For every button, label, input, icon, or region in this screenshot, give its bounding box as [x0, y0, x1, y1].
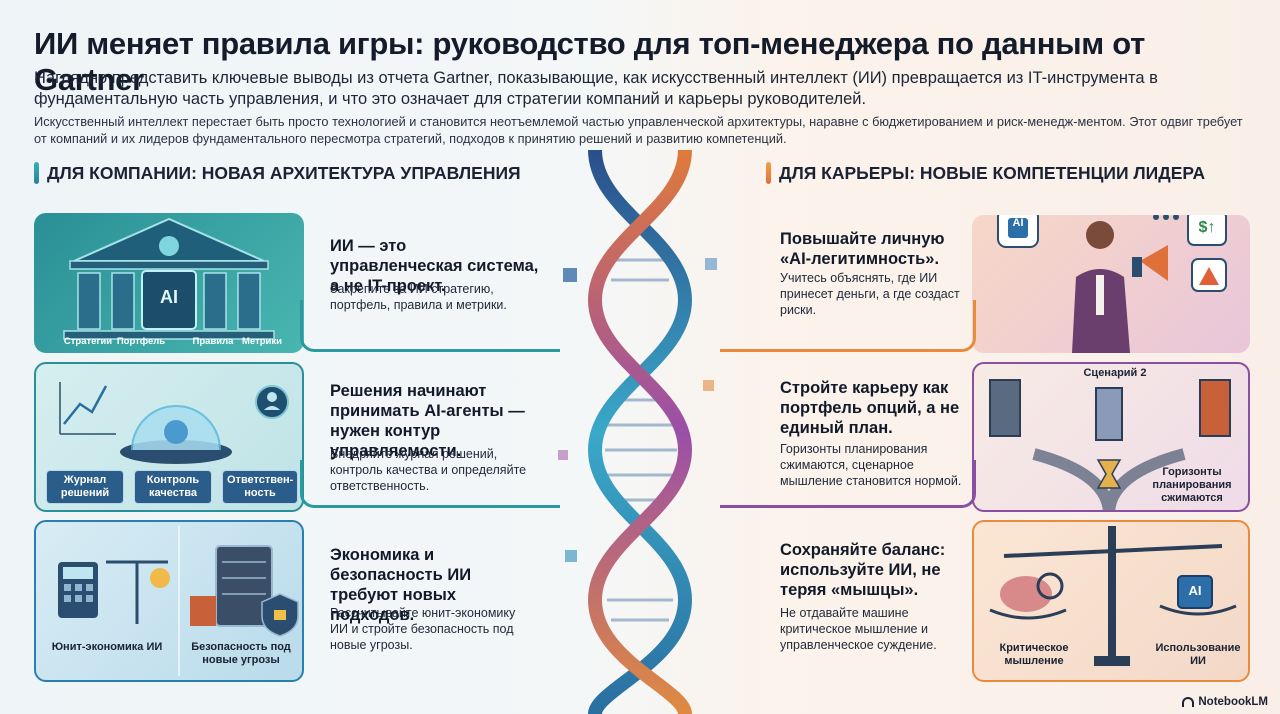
left-block-2-title: Решения начинают принимать AI-агенты — н… — [330, 382, 525, 460]
pillar-label-portfolio: Портфель — [116, 336, 166, 347]
right-section-heading: ДЛЯ КАРЬЕРЫ: НОВЫЕ КОМПЕТЕНЦИИ ЛИДЕРА — [766, 162, 1205, 184]
right-block-1-text: Учитесь объяснять, где ИИ принесет деньг… — [780, 271, 960, 317]
right-block-2-title: Стройте карьеру как портфель опций, а не… — [780, 379, 960, 437]
right-block-1-illustration: AI $↑ — [972, 215, 1250, 353]
ai-chip-label: AI — [1188, 583, 1202, 598]
chip-responsibility: Ответствен-ность — [222, 470, 298, 504]
scenario-label: Сценарий 2 — [1083, 367, 1147, 379]
right-section-heading-text: ДЛЯ КАРЬЕРЫ: НОВЫЕ КОМПЕТЕНЦИИ ЛИДЕРА — [779, 162, 1206, 183]
money-up-label: $↑ — [1198, 219, 1216, 236]
dna-helix-illustration — [558, 150, 717, 714]
left-block-1-text: Закрепите за ИИ стратегию, портфель, пра… — [330, 282, 507, 312]
institution-building-icon — [63, 217, 275, 340]
pillar-label-rules: Правила — [192, 336, 234, 347]
flow-connector — [720, 460, 976, 508]
flow-connector — [300, 300, 560, 352]
page-subtitle: Наглядно представить ключевые выводы из … — [34, 69, 1158, 108]
left-block-3-title: Экономика и безопасность ИИ требуют новы… — [330, 546, 472, 624]
balance-scale-icon — [989, 526, 1237, 666]
accent-bar — [766, 162, 771, 184]
label-ai-usage: Использование ИИ — [1155, 642, 1241, 667]
pillar-label-metrics: Метрики — [242, 336, 282, 347]
notebooklm-brand: NotebookLM — [1182, 696, 1268, 708]
accent-bar — [34, 162, 39, 184]
career-options-doors-icon — [989, 379, 1231, 510]
pillar-label-strategies: Стратегии — [63, 336, 113, 347]
left-block-1-title: ИИ — это управленческая система, а не IT… — [330, 237, 539, 295]
right-block-3-text: Не отдавайте машине критическое мышление… — [780, 606, 937, 652]
right-block-2-text: Горизонты планирования сжимаются, сценар… — [780, 442, 962, 488]
left-block-2-illustration: Журнал решений Контроль качества Ответст… — [34, 362, 304, 512]
page-title: ИИ меняет правила игры: руководство для … — [34, 26, 1145, 97]
chip-quality-control: Контроль качества — [134, 470, 212, 504]
right-block-3-title: Сохраняйте баланс: используйте ИИ, не те… — [780, 541, 946, 599]
ai-agent-dome-icon — [59, 382, 289, 464]
flow-connector — [300, 460, 560, 508]
left-block-3-illustration: Юнит-экономика ИИ Безопасность под новые… — [34, 520, 304, 682]
economics-security-icon — [58, 526, 299, 676]
label-unit-economics: Юнит-экономика ИИ — [51, 641, 163, 653]
brand-text: NotebookLM — [1198, 696, 1268, 708]
ai-chip-label: AI — [160, 287, 178, 307]
right-block-1-title: Повышайте личную «AI-легитимность». — [780, 230, 945, 268]
page-intro: Искусственный интеллект перестает быть п… — [34, 114, 1243, 146]
left-block-2-text: Внедряйте журнал решений, контроль качес… — [330, 447, 527, 493]
left-section-heading-text: ДЛЯ КОМПАНИИ: НОВАЯ АРХИТЕКТУРА УПРАВЛЕН… — [47, 162, 521, 183]
flow-connector — [720, 300, 976, 352]
notebooklm-logo-icon — [1182, 697, 1195, 707]
chip-decision-log: Журнал решений — [46, 470, 124, 504]
ai-chip-label: AI — [1012, 217, 1024, 229]
leader-megaphone-icon — [997, 215, 1227, 353]
left-block-3-text: Рассчитывайте юнит-экономику ИИ и стройт… — [330, 606, 516, 652]
left-block-1-illustration: AI Стратегии Портфель Правила Метрики — [34, 213, 304, 353]
label-critical-thinking: Критическое мышление — [999, 642, 1069, 667]
right-block-2-illustration: Сценарий 2 Горизонты планирования сжимаю… — [972, 362, 1250, 512]
horizon-label: Горизонты планирования сжимаются — [1152, 466, 1232, 504]
label-security: Безопасность под новые угрозы — [191, 641, 291, 666]
right-block-3-illustration: AI Критическое мышление Использование ИИ — [972, 520, 1250, 682]
left-section-heading: ДЛЯ КОМПАНИИ: НОВАЯ АРХИТЕКТУРА УПРАВЛЕН… — [34, 162, 521, 184]
